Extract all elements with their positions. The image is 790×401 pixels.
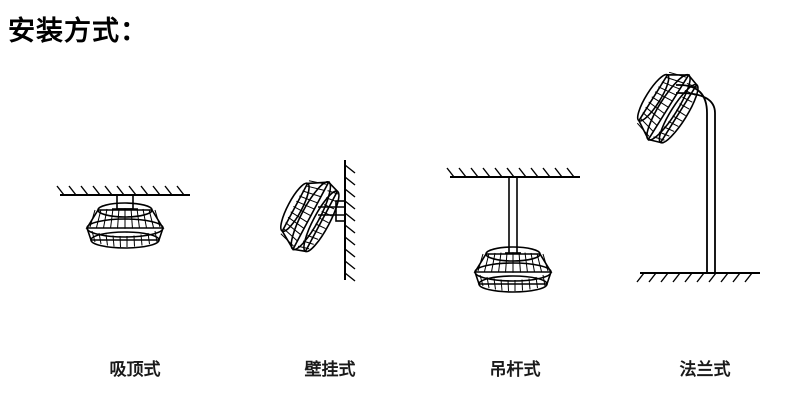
ceiling-mount-illustration [56,185,190,249]
caption-ceiling-mount: 吸顶式 [109,360,161,379]
flange-mount-illustration [626,61,760,283]
caption-pole-mount: 吊杆式 [489,360,541,379]
caption-flange-mount: 法兰式 [679,360,731,379]
mounting-methods-diagram [56,61,760,293]
page-title: 安装方式： [8,16,148,46]
pole-mount-illustration [446,167,580,293]
caption-wall-mount: 壁挂式 [304,360,356,379]
wall-mount-illustration [270,160,356,282]
